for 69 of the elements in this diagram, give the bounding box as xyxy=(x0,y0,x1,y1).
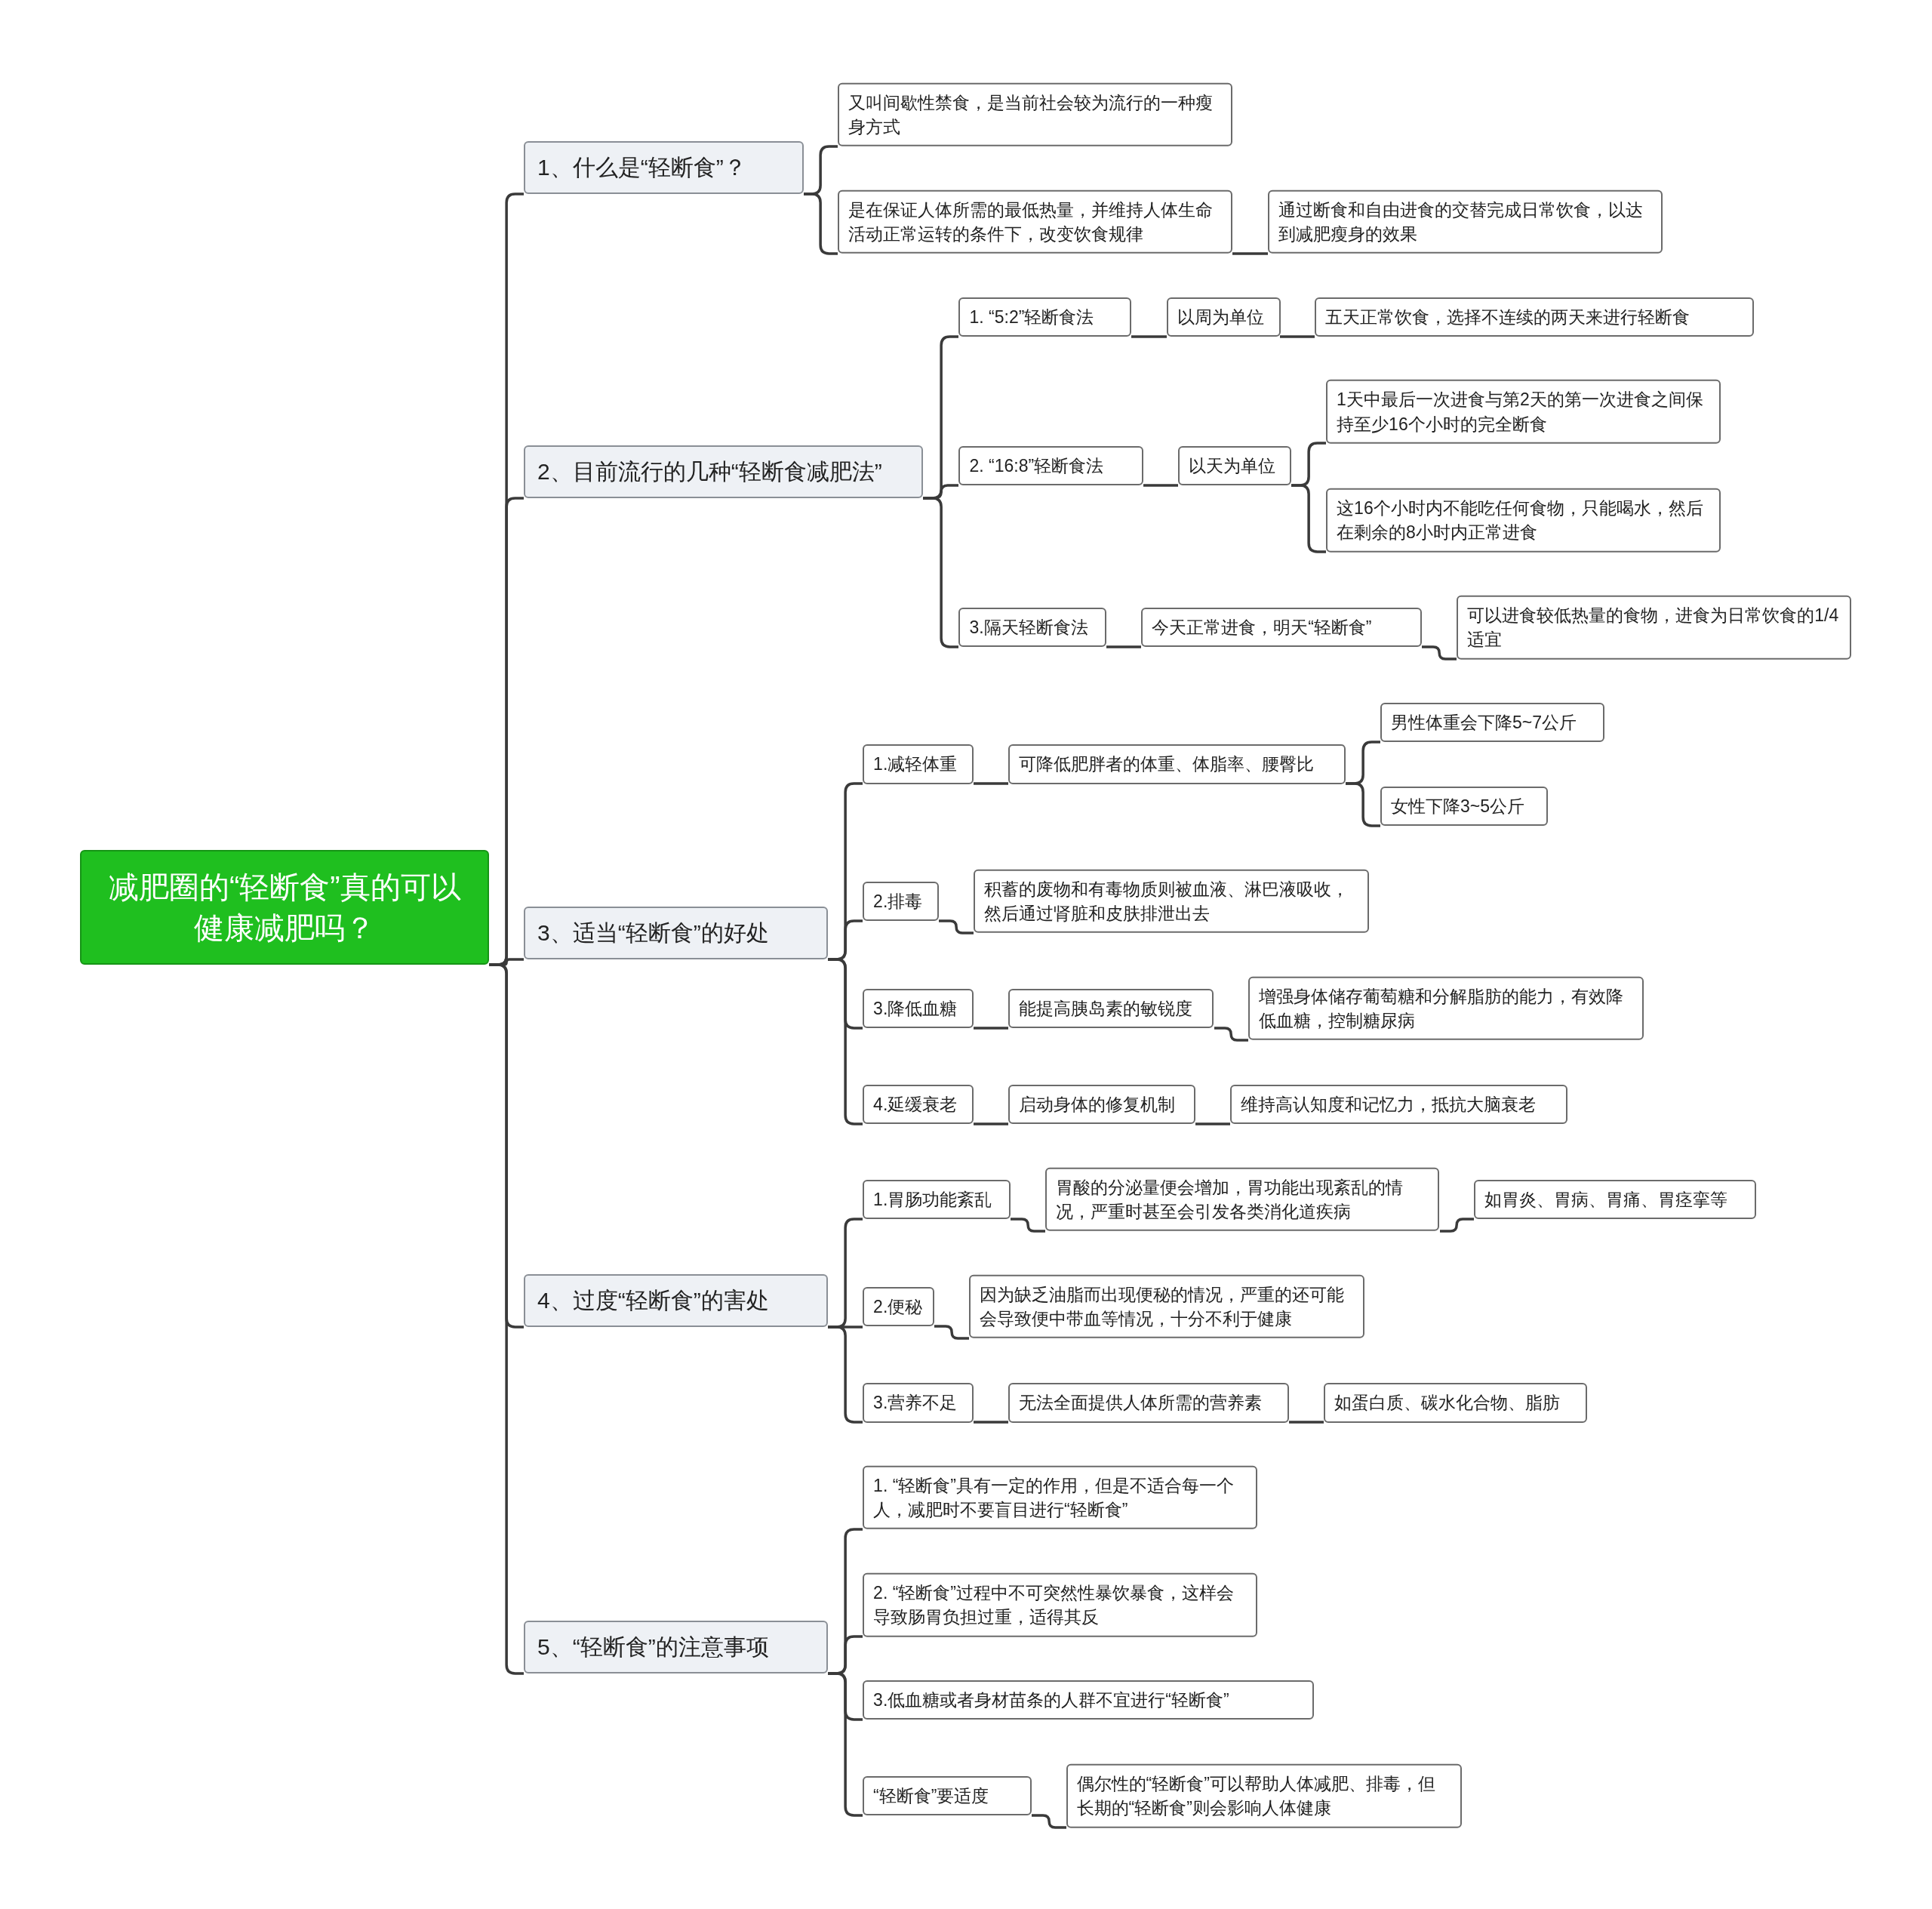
subtopic: 通过断食和自由进食的交替完成日常饮食，以达到减肥瘦身的效果 xyxy=(1268,189,1663,254)
subtopic: 偶尔性的“轻断食”可以帮助人体减肥、排毒，但长期的“轻断食”则会影响人体健康 xyxy=(1066,1764,1462,1828)
subtopic: 2. “16:8”轻断食法 xyxy=(958,446,1144,486)
connector-line xyxy=(1032,1814,1066,1829)
subtopic: 以天为单位 xyxy=(1178,446,1292,486)
subtopic: 1. “5:2”轻断食法 xyxy=(958,297,1132,337)
connector-line xyxy=(1291,484,1326,553)
subtopic: 启动身体的修复机制 xyxy=(1008,1085,1195,1125)
subtopic: 可以进食较低热量的食物，进食为日常饮食的1/4适宜 xyxy=(1457,596,1851,660)
subtopic: 以周为单位 xyxy=(1167,297,1281,337)
connector-line xyxy=(1422,645,1457,660)
connector-line xyxy=(1214,1027,1248,1042)
subtopic: 因为缺乏油脂而出现便秘的情况，严重的还可能会导致便中带血等情况，十分不利于健康 xyxy=(968,1274,1364,1339)
connector-line xyxy=(974,1027,1008,1030)
subtopic: 2.排毒 xyxy=(863,881,940,921)
subtopic: 3.营养不足 xyxy=(863,1383,974,1423)
main-topic: 5、“轻断食”的注意事项 xyxy=(524,1620,829,1673)
subtopic: 1.胃肠功能紊乱 xyxy=(863,1179,1011,1219)
subtopic: 如蛋白质、碳水化合物、脂肪 xyxy=(1323,1383,1588,1423)
central-topic: 减肥圈的“轻断食”真的可以健康减肥吗？ xyxy=(80,849,490,965)
subtopic: 增强身体储存葡萄糖和分解脂肪的能力，有效降低血糖，控制糖尿病 xyxy=(1248,976,1644,1040)
subtopic: 是在保证人体所需的最低热量，并维持人体生命活动正常运转的条件下，改变饮食规律 xyxy=(838,189,1232,254)
subtopic: 3.隔天轻断食法 xyxy=(958,608,1107,648)
subtopic: 女性下降3~5公斤 xyxy=(1380,786,1549,827)
subtopic: 男性体重会下降5~7公斤 xyxy=(1380,702,1605,743)
connector-line xyxy=(934,1325,969,1340)
connector-line xyxy=(974,782,1008,785)
main-topic: 1、什么是“轻断食”？ xyxy=(524,141,804,195)
subtopic: 3.低血糖或者身材苗条的人群不宜进行“轻断食” xyxy=(863,1680,1314,1720)
subtopic: 1天中最后一次进食与第2天的第一次进食之间保持至少16个小时的完全断食 xyxy=(1326,380,1721,444)
subtopic: 可降低肥胖者的体重、体脂率、腰臀比 xyxy=(1008,744,1346,784)
subtopic: 如胃炎、胃病、胃痛、胃痉挛等 xyxy=(1474,1179,1756,1219)
main-topic: 2、目前流行的几种“轻断食减肥法” xyxy=(524,445,924,499)
connector-line xyxy=(1346,782,1380,827)
subtopic: 3.降低血糖 xyxy=(863,988,974,1028)
subtopic: 能提高胰岛素的敏锐度 xyxy=(1008,988,1214,1028)
connector-line xyxy=(804,192,838,255)
connector-line xyxy=(1280,335,1315,338)
connector-line xyxy=(1131,335,1167,338)
subtopic: 又叫间歇性禁食，是当前社会较为流行的一种瘦身方式 xyxy=(838,82,1232,147)
connector-line xyxy=(828,1326,863,1424)
connector-line xyxy=(923,497,958,648)
subtopic: 五天正常饮食，选择不连续的两天来进行轻断食 xyxy=(1315,297,1754,337)
main-topic: 4、过度“轻断食”的害处 xyxy=(524,1273,829,1327)
subtopic: 4.延缓衰老 xyxy=(863,1085,974,1125)
subtopic: 2.便秘 xyxy=(863,1286,934,1327)
connector-line xyxy=(1106,645,1141,648)
connector-line xyxy=(828,1672,863,1817)
connector-line xyxy=(1011,1218,1045,1233)
subtopic: 维持高认知度和记忆力，抵抗大脑衰老 xyxy=(1229,1085,1568,1125)
connector-line xyxy=(974,1421,1008,1424)
connector-line xyxy=(939,919,974,934)
subtopic: 2. “轻断食”过程中不可突然性暴饮暴食，这样会导致肠胃负担过重，适得其反 xyxy=(863,1572,1257,1637)
subtopic: 胃酸的分泌量便会增加，胃功能出现紊乱的情况，严重时甚至会引发各类消化道疾病 xyxy=(1044,1167,1440,1232)
connector-line xyxy=(1143,484,1178,487)
connector-line xyxy=(1440,1218,1474,1233)
subtopic: 积蓄的废物和有毒物质则被血液、淋巴液吸收，然后通过肾脏和皮肤排泄出去 xyxy=(974,869,1370,933)
connector-line xyxy=(1195,1122,1230,1125)
subtopic: 1. “轻断食”具有一定的作用，但是不适合每一个人，减肥时不要盲目进行“轻断食” xyxy=(863,1465,1257,1530)
connector-line xyxy=(1289,1421,1324,1424)
subtopic: 无法全面提供人体所需的营养素 xyxy=(1008,1383,1290,1423)
subtopic: 1.减轻体重 xyxy=(863,744,974,784)
subtopic: 今天正常进食，明天“轻断食” xyxy=(1141,608,1423,648)
connector-line xyxy=(1232,252,1268,255)
connector-line xyxy=(974,1122,1008,1125)
connector-line xyxy=(828,958,863,1125)
subtopic: 这16个小时内不能吃任何食物，只能喝水，然后在剩余的8小时内正常进食 xyxy=(1326,488,1721,553)
main-topic: 3、适当“轻断食”的好处 xyxy=(524,907,829,960)
subtopic: “轻断食”要适度 xyxy=(863,1776,1032,1816)
